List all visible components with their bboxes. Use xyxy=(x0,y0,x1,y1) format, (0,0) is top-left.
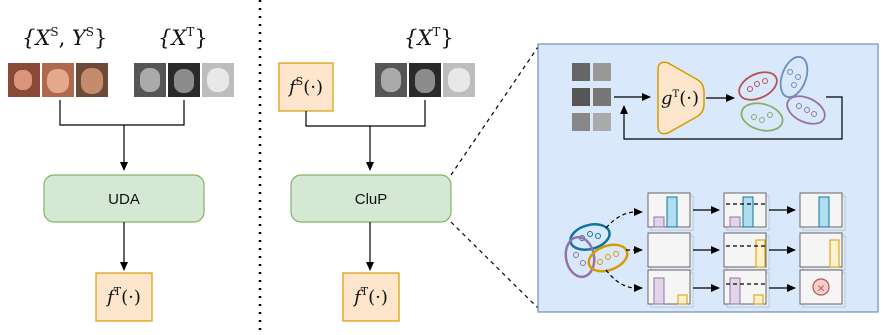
source-model-box xyxy=(278,62,334,112)
source-set-label: {XS, YS} xyxy=(22,25,107,50)
uda-output-box xyxy=(95,272,153,322)
cluster-combo xyxy=(564,223,629,279)
cluster-ellipses xyxy=(738,55,826,132)
source-model-label: fS(·) xyxy=(287,75,323,98)
target-set-label: {XT} xyxy=(158,25,208,50)
uda-label: UDA xyxy=(108,191,140,208)
target-face-images xyxy=(134,63,234,97)
source-face-images xyxy=(8,63,108,97)
clup-target-face-images xyxy=(375,63,475,97)
clustering-network: gT(·) xyxy=(657,61,705,135)
svg-text:×: × xyxy=(816,282,825,295)
histogram-row-2 xyxy=(647,232,843,268)
clup-output-label: fT(·) xyxy=(352,285,388,308)
histogram-row-3: × xyxy=(647,269,843,305)
uda-output-label: fT(·) xyxy=(105,285,141,308)
unlabeled-face-grid xyxy=(572,63,611,131)
svg-text:gT(·): gT(·) xyxy=(661,88,699,109)
clup-box xyxy=(290,174,452,223)
discard-icon xyxy=(812,278,830,296)
clup-label: CluP xyxy=(355,191,388,208)
histogram-row-1 xyxy=(647,192,843,228)
clup-detail-panel: gT(·) xyxy=(537,43,879,313)
uda-section: {XS, YS} {XT} UDA fT(·) xyxy=(8,25,234,322)
clup-section: fS(·) {XT} CluP fT(·) xyxy=(278,25,541,322)
clup-target-set-label: {XT} xyxy=(404,25,454,50)
clup-output-box xyxy=(342,272,400,322)
